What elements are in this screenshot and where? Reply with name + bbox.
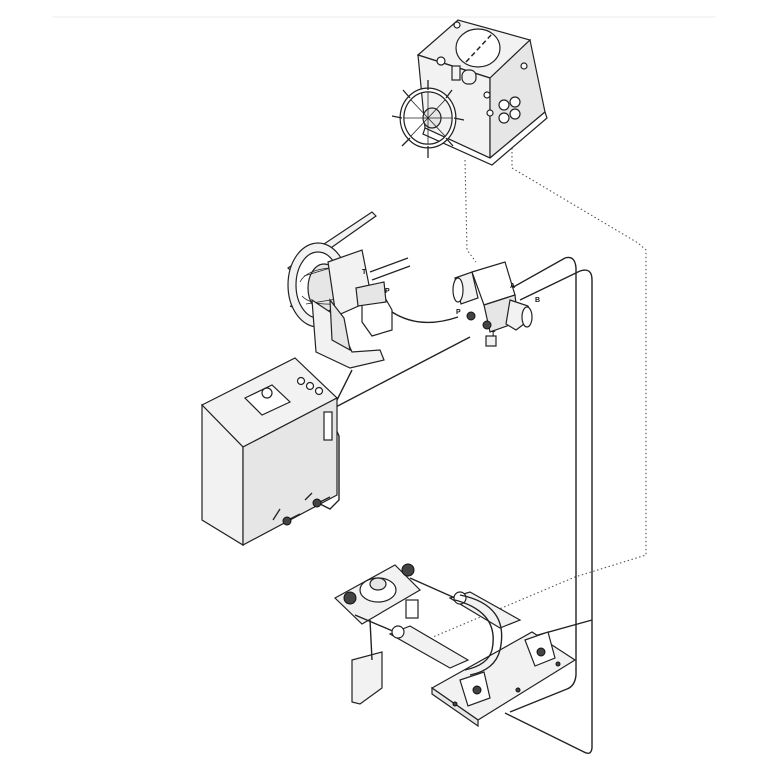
pipe-pump-to-valve — [391, 311, 459, 324]
port-label-a: A — [510, 283, 515, 290]
cylinder-hose — [454, 599, 494, 671]
steering-gear-actuator — [333, 563, 577, 728]
hydraulic-cylinder-lower — [354, 614, 470, 669]
cylinder-hose — [459, 594, 503, 676]
port-label-b: B — [535, 297, 540, 304]
gauge-needle — [465, 33, 493, 63]
port-icon — [305, 381, 315, 391]
pipe-reservoir-to-valve — [329, 336, 471, 411]
level-sight-gauge — [323, 411, 333, 441]
port-label-p: P — [385, 288, 390, 295]
pipe-valve-a — [507, 256, 577, 713]
pump-port-block — [355, 281, 387, 307]
bolt-icon — [453, 21, 461, 29]
bracket-side — [329, 298, 351, 352]
bolt-icon — [436, 56, 446, 66]
rudder-stock-cap — [369, 577, 387, 591]
drain-valve-icon — [304, 492, 331, 508]
helm-control-unit — [391, 19, 548, 166]
bolt-icon — [483, 91, 491, 99]
filler-cap-icon — [261, 387, 273, 399]
feedback-unit — [405, 599, 419, 619]
bolt-icon — [452, 701, 458, 707]
ships-wheel-icon — [391, 80, 465, 158]
control-line-to-actuator — [432, 140, 647, 638]
anchor-pin-icon — [472, 685, 482, 695]
anchor-pin-icon — [536, 647, 546, 657]
port-label-t-valve: T — [491, 331, 496, 338]
pivot-pin-icon — [343, 591, 357, 605]
drain-valve-icon — [272, 508, 301, 526]
pump-shaft — [369, 257, 411, 281]
port-icon — [314, 386, 324, 396]
pivot-pin-icon — [401, 563, 415, 577]
port-icon — [296, 376, 306, 386]
port-label-t: T — [362, 269, 367, 276]
button-icon — [509, 108, 521, 120]
control-lever — [461, 69, 477, 85]
base-plate-edge — [431, 686, 479, 728]
fitting-icon — [482, 320, 492, 330]
directional-control-valve: A B P T — [452, 261, 540, 347]
control-knob — [451, 65, 461, 81]
rudder-blade — [351, 651, 383, 705]
port-label-p-valve: P — [456, 309, 461, 316]
solenoid-cap — [521, 306, 533, 328]
reservoir-front-face — [242, 397, 338, 546]
button-icon — [509, 96, 521, 108]
control-signal-lines — [432, 140, 647, 638]
bolt-icon — [515, 687, 521, 693]
hydraulic-reservoir — [200, 357, 339, 547]
bolt-icon — [555, 661, 561, 667]
button-icon — [498, 99, 510, 111]
bolt-icon — [520, 62, 528, 70]
helm-base-flange — [422, 110, 548, 166]
valve-mount-foot — [485, 335, 497, 347]
engine-pump-assembly: T P — [287, 211, 411, 369]
button-icon — [498, 112, 510, 124]
control-line-to-valve — [464, 159, 477, 263]
solenoid-cap — [452, 277, 464, 303]
hydraulic-lines — [317, 256, 593, 755]
button-icon — [486, 109, 494, 117]
pipe-valve-b — [504, 269, 593, 755]
fitting-icon — [466, 311, 476, 321]
rudder-stock — [369, 619, 373, 661]
